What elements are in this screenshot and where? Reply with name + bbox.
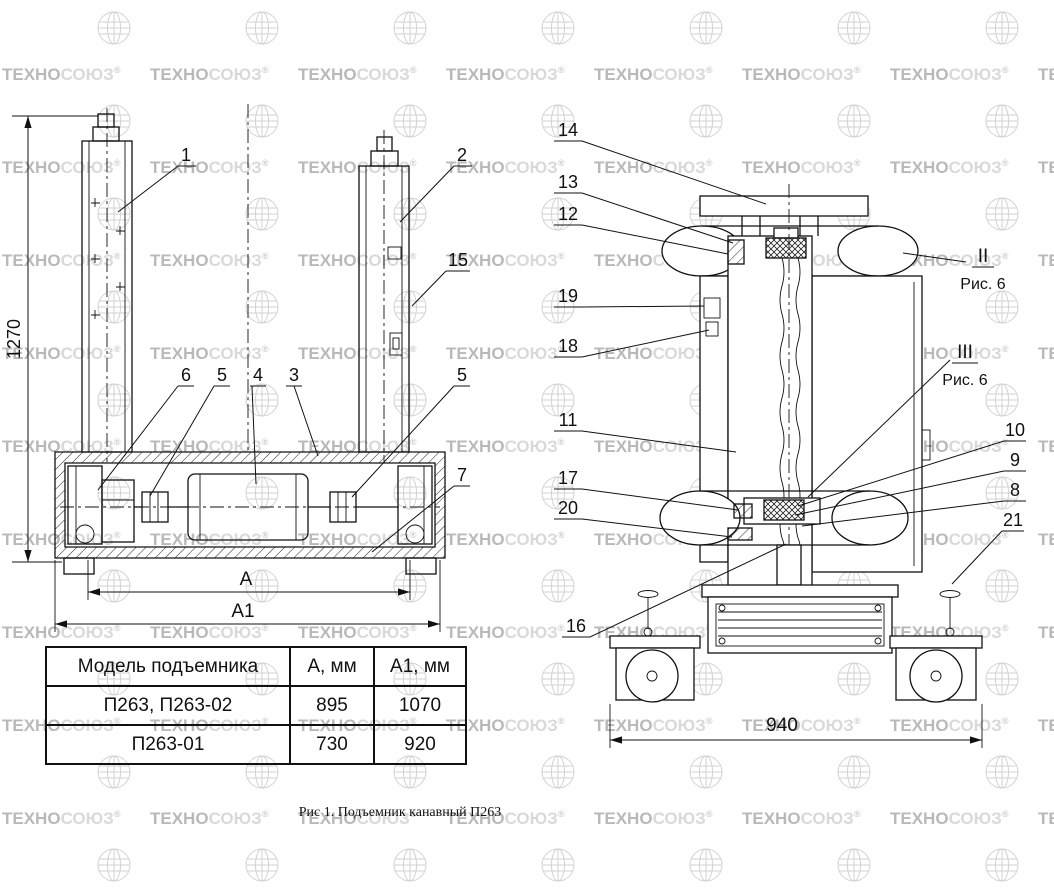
callout-2: 2 — [457, 145, 467, 165]
callout-13: 13 — [558, 172, 578, 192]
section-iii-label: III — [957, 342, 973, 363]
left-view-drawing: 1270 — [4, 104, 472, 632]
base-frame — [54, 451, 446, 575]
cell-model-2: П263-01 — [45, 724, 291, 765]
cell-model-1: П263, П263-02 — [45, 685, 291, 726]
cell-a-1: 895 — [289, 685, 375, 726]
callout-4: 4 — [253, 365, 263, 385]
left-view-leaders — [97, 165, 472, 553]
callout-12: 12 — [558, 204, 578, 224]
right-view-leaders — [554, 140, 1026, 638]
lift-column-left — [81, 108, 133, 462]
left-view-callouts: 1 2 15 6 5 4 3 5 7 — [181, 145, 468, 485]
dimension-940: 940 — [609, 704, 983, 748]
base-assembly — [609, 584, 983, 703]
figure-caption: Рис 1. Подъемник канавный П263 — [298, 805, 502, 820]
cell-a1-1: 1070 — [373, 685, 467, 726]
table-header-a1: А1, мм — [373, 646, 467, 687]
right-view-callouts: 14 13 12 19 18 11 17 20 16 10 9 8 21 — [558, 120, 1025, 636]
callout-5b: 5 — [457, 365, 467, 385]
callout-17: 17 — [558, 468, 578, 488]
callout-18: 18 — [558, 336, 578, 356]
lower-nut — [763, 499, 805, 521]
callout-8: 8 — [1010, 480, 1020, 500]
callout-10: 10 — [1005, 420, 1025, 440]
dimension-a1: А1 — [54, 560, 441, 632]
section-iii-ref: Рис. 6 — [942, 372, 988, 389]
callout-19: 19 — [558, 286, 578, 306]
callout-7: 7 — [457, 465, 467, 485]
lower-shaft — [776, 544, 802, 586]
cell-a-2: 730 — [289, 724, 375, 765]
dimension-a: А — [87, 560, 411, 600]
top-plate — [699, 195, 869, 217]
table-row: П263, П263-02 895 1070 — [45, 685, 467, 726]
spec-table: Модель подъемника А, мм А1, мм П263, П26… — [45, 646, 467, 765]
callout-15: 15 — [448, 250, 468, 270]
callout-20: 20 — [558, 498, 578, 518]
upper-bulge — [661, 225, 919, 277]
section-references: II Рис. 6 III Рис. 6 — [942, 246, 1006, 389]
dim-height-label: 1270 — [4, 319, 24, 359]
gearbox — [101, 479, 135, 543]
callout-16: 16 — [566, 616, 586, 636]
wheel-left — [625, 649, 679, 703]
caster-bolt-right — [939, 590, 961, 637]
callout-21: 21 — [1003, 510, 1023, 530]
callout-14: 14 — [558, 120, 578, 140]
dimension-1270: 1270 — [4, 115, 98, 563]
upper-nut — [765, 237, 807, 259]
table-header-row: Модель подъемника А, мм А1, мм — [45, 646, 467, 687]
cell-a1-2: 920 — [373, 724, 467, 765]
callout-9: 9 — [1010, 450, 1020, 470]
lower-bulge — [659, 490, 909, 586]
dim-a-label: А — [240, 569, 253, 590]
dim-a1-label: А1 — [231, 601, 254, 622]
callout-1: 1 — [181, 145, 191, 165]
callout-6: 6 — [181, 365, 191, 385]
dim-940-label: 940 — [766, 715, 798, 736]
wheel-right — [909, 649, 963, 703]
table-header-a: А, мм — [289, 646, 375, 687]
callout-11: 11 — [559, 410, 578, 430]
drive-train — [60, 473, 440, 543]
caster-bolt-left — [637, 590, 659, 637]
right-view-drawing: 940 14 13 12 19 18 — [554, 120, 1026, 748]
callout-5a: 5 — [217, 365, 227, 385]
table-row: П263-01 730 920 — [45, 724, 467, 765]
section-ii-ref: Рис. 6 — [960, 276, 1006, 293]
section-ii-label: II — [978, 246, 989, 267]
table-header-model: Модель подъемника — [45, 646, 291, 687]
callout-3: 3 — [289, 365, 299, 385]
